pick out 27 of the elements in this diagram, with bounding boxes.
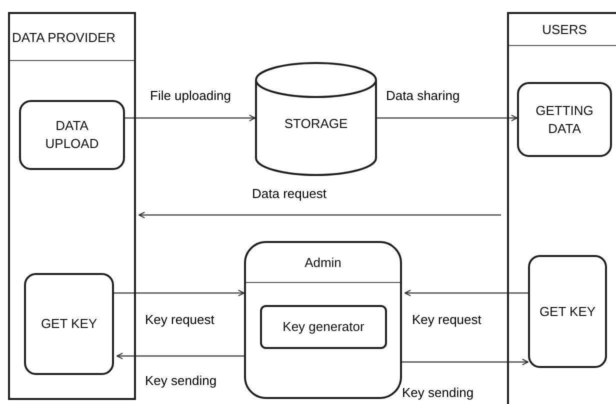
arrow [114,290,245,296]
storage-cylinder [255,62,377,176]
edge-label: Key sending [143,373,219,388]
process-box: DATA UPLOAD [19,100,125,170]
arrow [138,212,501,218]
arrow [377,114,518,122]
arrow [125,114,256,122]
arrow [402,358,529,366]
edge-label: Key request [410,312,484,327]
lane-title: USERS [541,22,587,37]
edge-label: Key request [143,312,216,327]
process-box: GETTING DATA [517,82,612,157]
process-box: GET KEY [528,255,607,368]
edge-label: File uploading [148,88,233,103]
box-heading: Admin [304,255,342,270]
process-box: GET KEY [24,273,114,375]
edge-label: Data request [250,186,328,201]
node-label: STORAGE [283,116,349,131]
arrow [404,290,528,296]
admin-box [244,241,402,399]
edge-label: Data sharing [384,88,462,103]
lane-title: DATA PROVIDER [11,30,116,44]
swimlane [507,12,616,404]
arrow [116,352,244,360]
edge-label: Key sending [400,385,476,400]
swimlane [8,12,136,400]
process-box: Key generator [260,305,387,349]
